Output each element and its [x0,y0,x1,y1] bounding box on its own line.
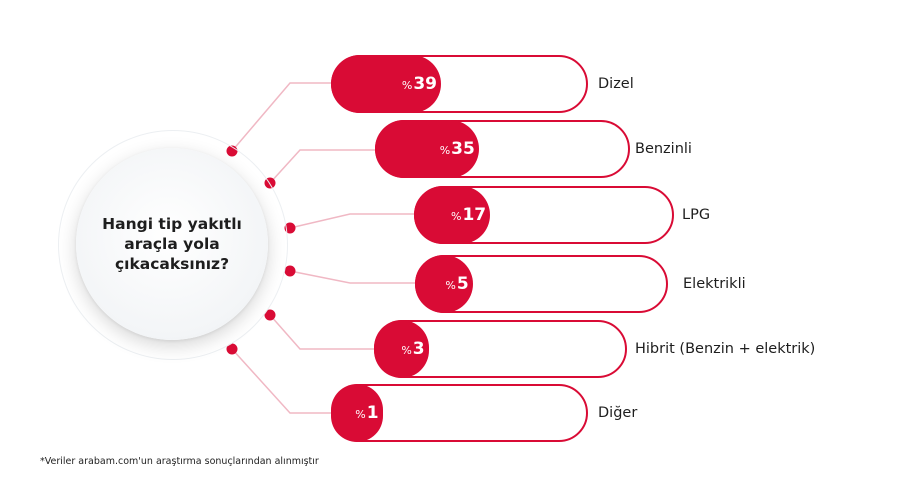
bar-category-label: Elektrikli [683,276,746,292]
connector-line-2 [289,213,416,229]
bar-value-label: %35 [440,120,475,178]
bar-value-label: %5 [445,255,468,313]
question-text: Hangi tip yakıtlı araçla yola çıkacaksın… [102,215,242,273]
connector-line-4 [269,314,376,350]
connector-dot-4 [264,309,276,321]
bar-value-label: %3 [401,320,424,378]
connector-dot-3 [284,265,296,277]
bar-category-label: Hibrit (Benzin + elektrik) [635,341,816,357]
bar-value-number: 5 [456,274,469,294]
bar-fill [414,186,491,244]
percent-sign: % [355,408,366,421]
percent-sign: % [401,79,413,92]
percent-sign: % [401,344,412,357]
bar-value-number: 39 [413,74,437,94]
bar-value-label: %39 [402,55,437,113]
bar-row: %1 Diğer [331,384,838,442]
footnote: *Veriler arabam.com'un araştırma sonuçla… [40,456,319,467]
bar-value-number: 3 [412,339,425,359]
percent-sign: % [451,210,462,223]
percent-sign: % [445,279,456,292]
bar-category-label: Benzinli [635,141,692,157]
bar-row: %3 Hibrit (Benzin + elektrik) [374,320,875,378]
connector-line-5 [231,348,333,414]
question-circle-ring [58,130,288,360]
bar-row: %5 Elektrikli [415,255,907,313]
connector-line-0 [231,82,333,152]
bar-value-number: 35 [451,139,475,159]
bar-fill [374,320,429,378]
question-circle: Hangi tip yakıtlı araçla yola çıkacaksın… [76,148,268,340]
percent-sign: % [439,144,451,157]
bar-fill [331,55,441,113]
bar-category-label: Diğer [598,405,638,421]
bar-value-label: %1 [355,384,378,442]
bar-fill [375,120,479,178]
bar-value-number: 1 [366,403,379,423]
bar-fill [331,384,383,442]
bar-fill [415,255,473,313]
bar-row: %39 Dizel [331,55,838,113]
bar-row: %17 LPG [414,186,907,244]
connector-dot-5 [226,343,238,355]
bar-row: %35 Benzinli [375,120,875,178]
bar-value-number: 17 [462,205,487,225]
bar-category-label: LPG [682,207,711,223]
connector-line-3 [289,270,417,284]
bar-value-label: %17 [451,186,486,244]
connector-line-1 [269,149,377,184]
connector-dot-2 [284,222,296,234]
bar-category-label: Dizel [598,76,634,92]
